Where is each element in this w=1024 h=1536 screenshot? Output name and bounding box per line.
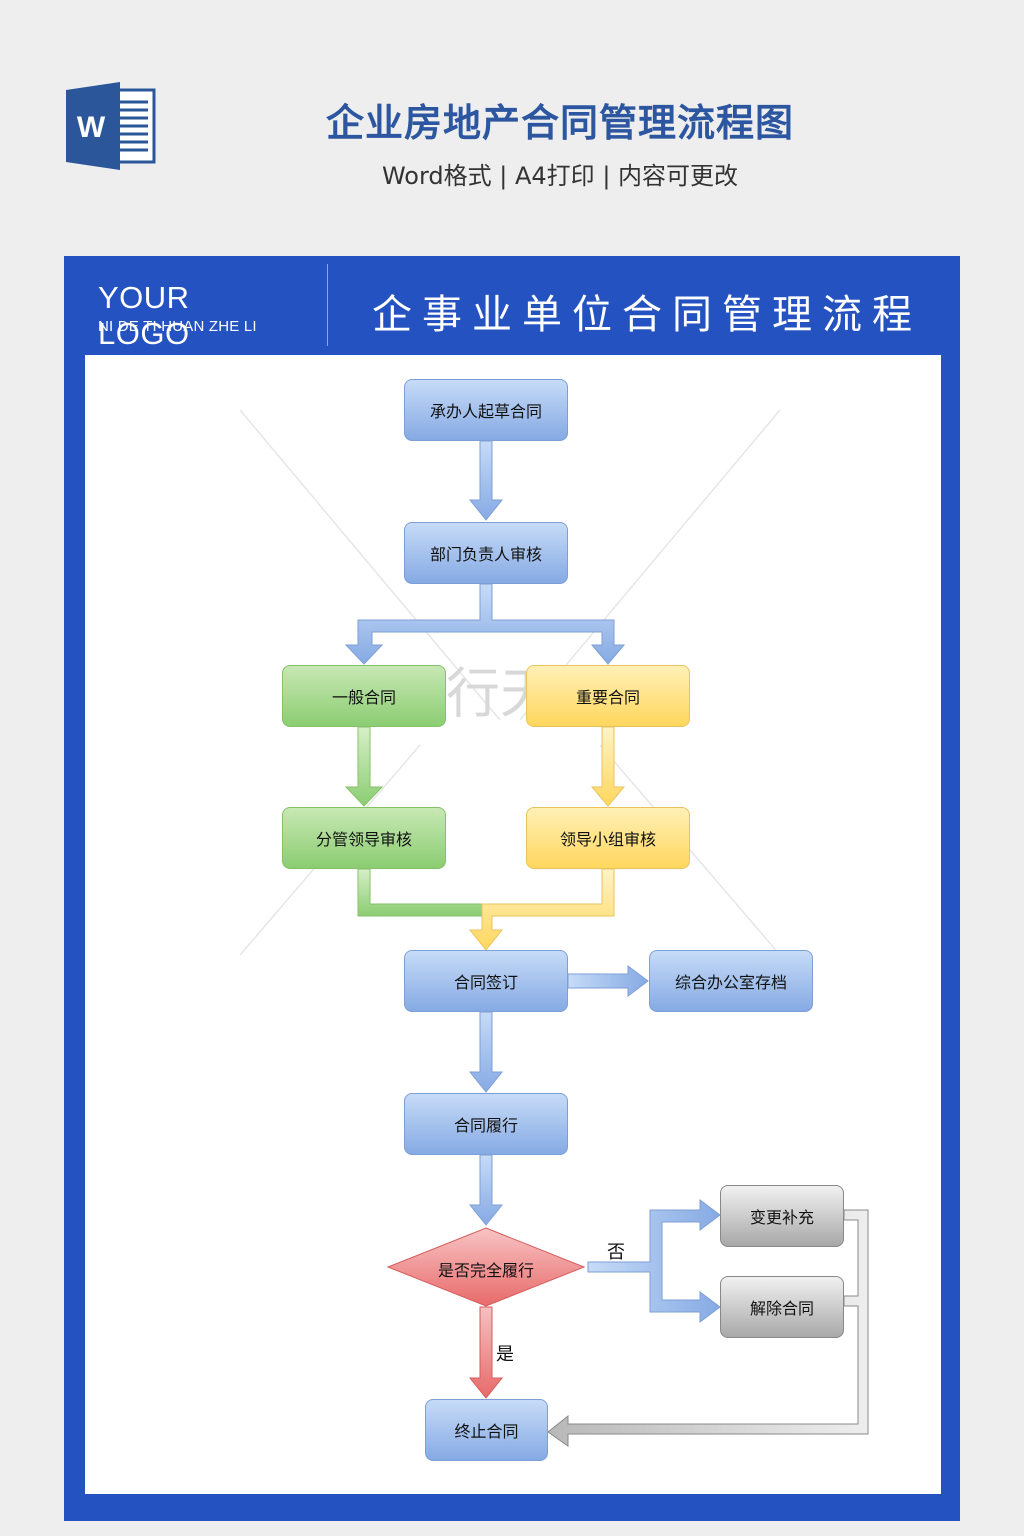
arrow-general-to-leader	[344, 726, 384, 807]
node-draft-contract: 承办人起草合同	[404, 379, 568, 441]
node-dept-review: 部门负责人审核	[404, 522, 568, 584]
page-title: 企业房地产合同管理流程图	[325, 101, 794, 145]
arrow-sign-to-archive	[567, 965, 649, 997]
arrow-draft-to-review	[468, 440, 504, 521]
banner-title: 企事业单位合同管理流程	[372, 292, 922, 338]
node-terminate-contract: 终止合同	[425, 1399, 548, 1461]
node-cancel-contract: 解除合同	[720, 1276, 844, 1338]
arrow-return-to-terminate	[547, 1209, 869, 1447]
arrow-leader-to-sign	[357, 868, 483, 917]
node-archive: 综合办公室存档	[649, 950, 813, 1012]
node-general-contract: 一般合同	[282, 665, 446, 727]
node-change-supplement: 变更补充	[720, 1185, 844, 1247]
node-leader-review: 分管领导审核	[282, 807, 446, 869]
logo-subtext: NI DE TI HUAN ZHE LI	[98, 318, 257, 335]
header-divider	[327, 264, 328, 346]
arrow-decision-no	[587, 1199, 721, 1323]
arrow-review-split	[344, 583, 626, 665]
decision-label: 是否完全履行	[437, 1261, 534, 1280]
node-group-review: 领导小组审核	[526, 807, 690, 869]
arrow-important-to-group	[590, 726, 626, 807]
edge-label-yes: 是	[496, 1344, 514, 1365]
word-document-icon: W	[66, 82, 156, 170]
edge-label-no: 否	[607, 1242, 625, 1263]
arrow-perform-to-decision	[468, 1154, 504, 1226]
node-important-contract: 重要合同	[526, 665, 690, 727]
node-contract-performance: 合同履行	[404, 1093, 568, 1155]
page-subtitle: Word格式 | A4打印 | 内容可更改	[381, 162, 739, 190]
svg-text:W: W	[77, 111, 106, 144]
arrow-group-to-sign	[468, 868, 615, 951]
logo-text: YOUR LOGO	[98, 280, 190, 351]
arrow-decision-yes	[468, 1306, 504, 1399]
decision-diamond	[386, 1227, 586, 1307]
node-contract-signing: 合同签订	[404, 950, 568, 1012]
arrow-sign-to-perform	[468, 1011, 504, 1093]
